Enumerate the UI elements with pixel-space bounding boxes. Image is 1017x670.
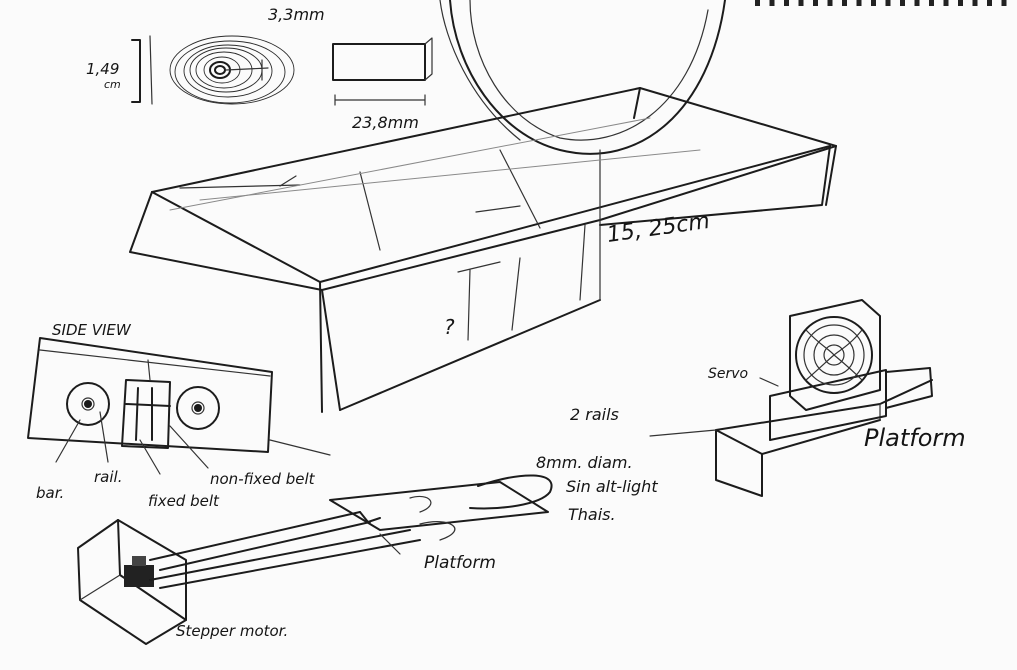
side-view-title: SIDE VIEW — [52, 321, 132, 339]
label-rail: rail. — [94, 468, 122, 486]
binder-hole — [929, 0, 934, 6]
note-thais: Thais. — [568, 505, 616, 524]
dim-unknown: ? — [444, 315, 455, 339]
binder-holes — [755, 0, 1007, 6]
label-platform-right: Platform — [864, 424, 966, 452]
dim-diameter-unit: cm — [104, 78, 121, 91]
label-bar: bar. — [36, 484, 64, 502]
binder-hole — [755, 0, 760, 6]
label-platform-bottom: Platform — [424, 553, 496, 573]
note-rail-diameter: 8mm. diam. — [536, 453, 633, 472]
note-two-rails: 2 rails — [570, 405, 619, 424]
label-servo: Servo — [708, 366, 748, 382]
dim-box-width: 15, 25cm — [605, 209, 711, 248]
binder-hole — [885, 0, 891, 6]
note-leader — [649, 429, 717, 437]
binder-hole — [856, 0, 862, 6]
dim-bearing-diameter: 3,3mm — [268, 5, 325, 24]
side-view-diagram — [27, 337, 331, 475]
binder-hole — [900, 0, 905, 6]
binder-hole — [842, 0, 847, 6]
binder-hole — [958, 0, 963, 6]
binder-hole — [987, 0, 992, 6]
label-stepper: Stepper motor. — [176, 622, 288, 640]
binder-hole — [914, 0, 920, 6]
binder-hole — [813, 0, 818, 6]
dim-diameter-height: 1,49 — [86, 60, 119, 78]
bearing-sketch — [131, 35, 295, 105]
binder-hole — [943, 0, 949, 6]
binder-hole — [827, 0, 833, 6]
binder-hole — [871, 0, 876, 6]
label-non-fixed-belt: non-fixed belt — [210, 470, 316, 488]
binder-hole — [784, 0, 789, 6]
label-fixed-belt: fixed belt — [148, 492, 220, 510]
binder-hole — [972, 0, 978, 6]
rod-sketch — [332, 37, 433, 106]
binder-hole — [798, 0, 804, 6]
dim-rod-length: 23,8mm — [352, 113, 419, 132]
servo-platform — [715, 299, 933, 497]
rail-assembly — [77, 474, 553, 645]
box-sketch — [129, 0, 837, 413]
note-alt-light: Sin alt-light — [566, 477, 658, 496]
binder-hole — [769, 0, 775, 6]
binder-hole — [1001, 0, 1007, 6]
